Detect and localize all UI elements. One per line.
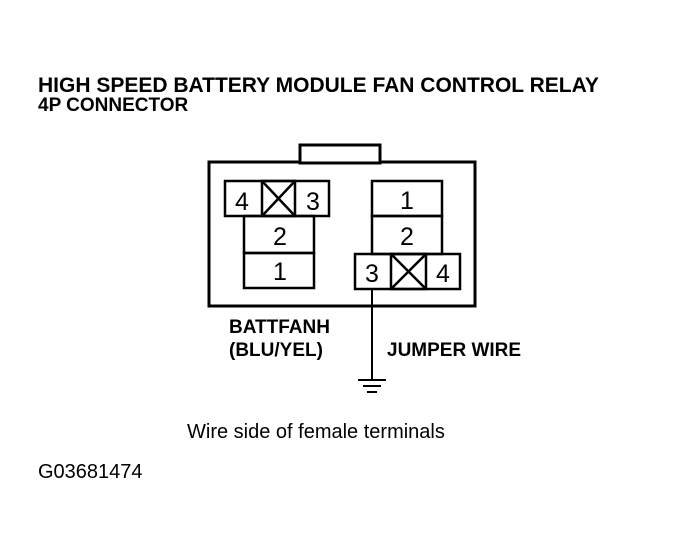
left-terminal-1: 1 <box>273 258 287 286</box>
right-terminal-1: 1 <box>400 187 414 215</box>
ground-symbol <box>358 379 386 393</box>
figure-id: G03681474 <box>38 461 143 483</box>
right-terminal-4: 4 <box>436 260 450 288</box>
view-caption: Wire side of female terminals <box>187 421 445 443</box>
right-terminal-3: 3 <box>365 260 379 288</box>
wire-color-label: (BLU/YEL) <box>229 340 323 361</box>
left-terminal-4: 4 <box>235 188 249 216</box>
right-terminal-2: 2 <box>400 223 414 251</box>
wire-name-label: BATTFANH <box>229 317 330 338</box>
diagram-title-line2: 4P CONNECTOR <box>38 95 189 116</box>
left-terminal-1-cell <box>242 251 316 290</box>
left-terminal-3: 3 <box>306 188 320 216</box>
jumper-wire-label: JUMPER WIRE <box>387 340 522 361</box>
connector-lock-tab <box>298 143 382 165</box>
right-terminal-block: 1 2 3 4 <box>353 179 462 291</box>
left-terminal-2: 2 <box>273 223 287 251</box>
left-blocked-x-line <box>261 180 296 217</box>
right-blocked-x-line <box>390 253 427 290</box>
left-terminal-block: 4 3 2 1 <box>223 179 331 290</box>
diagram-title-line1: HIGH SPEED BATTERY MODULE FAN CONTROL RE… <box>38 74 599 97</box>
right-blocked-cell <box>389 252 428 291</box>
